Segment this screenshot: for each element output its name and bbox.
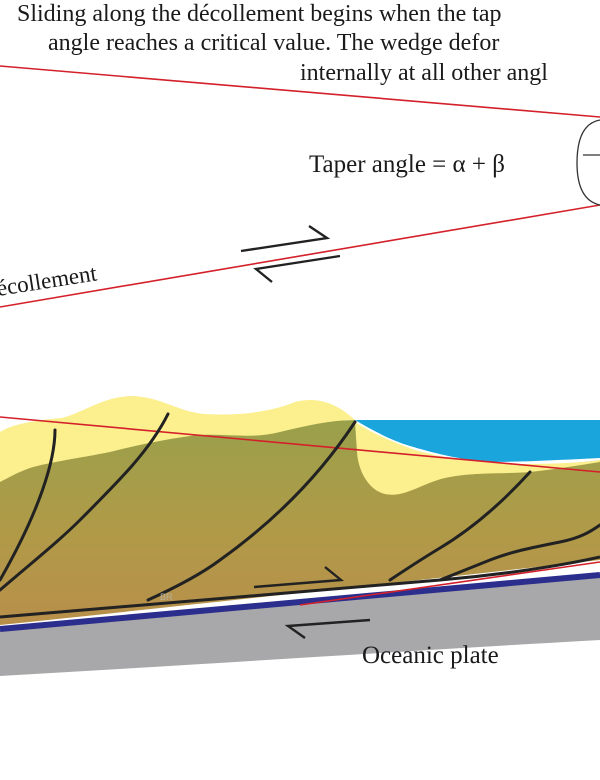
br-mark: BR bbox=[160, 592, 173, 602]
caption-line-3: internally at all other angl bbox=[300, 60, 548, 86]
ocean-water bbox=[355, 420, 600, 462]
section-red-lower bbox=[299, 561, 600, 606]
subducting-slab-top bbox=[0, 572, 600, 632]
shear-arrow-upper bbox=[240, 225, 331, 253]
wedge-top-line bbox=[0, 65, 600, 118]
taper-angle-arc bbox=[576, 119, 600, 206]
section-shear-arrow-upper bbox=[253, 566, 345, 589]
thrust-fault-3 bbox=[146, 420, 357, 602]
thrust-fault-4 bbox=[388, 470, 532, 582]
thrust-fault-1 bbox=[0, 428, 57, 582]
shear-arrow-lower bbox=[253, 254, 341, 283]
caption-line-1: Sliding along the décollement begins whe… bbox=[17, 1, 502, 27]
section-red-upper bbox=[0, 416, 600, 473]
surface-sediments bbox=[0, 396, 355, 482]
basal-decollement bbox=[0, 555, 600, 619]
frontal-sediment-pod bbox=[355, 422, 600, 495]
thrust-fault-2 bbox=[0, 412, 170, 592]
thrust-fault-5 bbox=[438, 523, 600, 582]
section-shear-arrow-lower bbox=[284, 618, 371, 639]
decollement-label: écollement bbox=[0, 260, 99, 301]
oceanic-plate-label: Oceanic plate bbox=[362, 642, 499, 669]
decollement-line bbox=[0, 204, 600, 308]
caption-line-2: angle reaches a critical value. The wedg… bbox=[48, 30, 500, 56]
taper-angle-label: Taper angle = α + β bbox=[309, 151, 505, 178]
